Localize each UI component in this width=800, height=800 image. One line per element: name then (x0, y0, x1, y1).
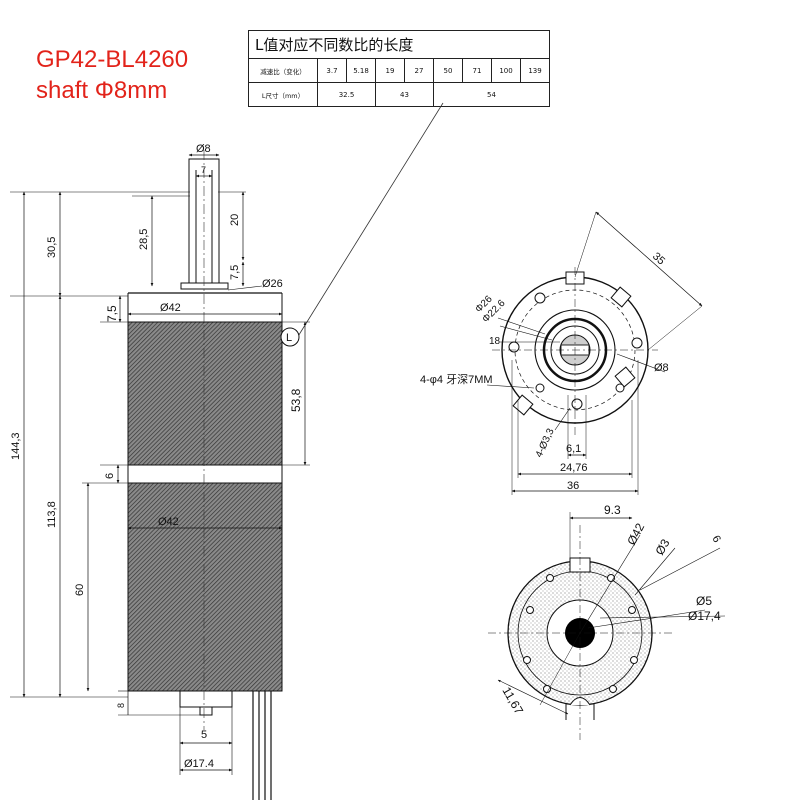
shaft-subtitle: shaft Φ8mm (36, 77, 168, 104)
dim-small-holes: 4-Ø3,3 (534, 427, 557, 460)
motor-body (127, 482, 283, 692)
l-leader-line (296, 102, 444, 339)
dim-flange-height: 7,5 (105, 305, 119, 322)
title-block: GP42-BL4260 shaft Φ8mm (36, 44, 188, 106)
dim-rear-boss: Ø17,4 (688, 609, 721, 623)
dim-tapped-holes: 4-φ4 牙深7MM (420, 373, 493, 386)
dim-rear-hub: Ø5 (696, 594, 712, 608)
front-view (486, 211, 703, 495)
dim-rear-dia: Ø17.4 (184, 758, 214, 770)
ratio-cell: 100 (491, 58, 521, 83)
tapped-hole (631, 337, 643, 349)
gap-band (127, 464, 283, 484)
tapped-hole (534, 292, 546, 304)
dim-rear-notch: 6 (709, 534, 722, 545)
dim-key-width: 7 (201, 165, 206, 175)
dim-key-length: 20 (229, 214, 241, 226)
dim-pcd-radius: 11,67 (499, 685, 526, 718)
length-cell: 32.5 (317, 82, 376, 107)
dim-pcd: 35 (650, 250, 667, 267)
length-row: L尺寸（mm） 32.5 43 54 (248, 82, 550, 107)
dim-total-length: 144,3 (10, 432, 22, 460)
model-title: GP42-BL4260 (36, 46, 189, 73)
dim-motor-dia: Ø42 (158, 516, 179, 528)
tapped-hole (508, 341, 520, 353)
dim-shoulder: 7,5 (229, 265, 241, 280)
rear-boss (179, 690, 233, 708)
gearbox-body (127, 321, 283, 466)
tapped-hole (571, 398, 583, 410)
dim-shaft-total: 30,5 (46, 237, 58, 258)
l-marker-circle (280, 327, 300, 347)
dim-slot: 18 (489, 336, 501, 347)
dim-gear-body: 53,8 (289, 388, 303, 412)
dim-motor-length: 113,8 (46, 501, 58, 528)
length-cell: 54 (433, 82, 550, 107)
dim-flat: 6,1 (566, 443, 581, 455)
ratio-row: 减速比（变化） 3.7 5.18 19 27 50 71 100 139 (248, 58, 550, 83)
l-table-caption: L值对应不同数比的长度 (248, 30, 550, 59)
dim-rear-outer: Ø42 (624, 521, 647, 548)
dim-pilot-dia: Ø26 (262, 278, 283, 290)
rear-view (488, 512, 726, 740)
dim-front-shaft: Ø8 (654, 362, 669, 374)
dim-motor-body: 60 (74, 584, 86, 596)
length-header: L尺寸（mm） (248, 82, 318, 107)
ratio-cell: 27 (404, 58, 434, 83)
dim-gearbox-dia: Ø42 (160, 302, 181, 314)
dim-gap: 6 (104, 473, 116, 479)
l-length-table: L值对应不同数比的长度 减速比（变化） 3.7 5.18 19 27 50 71… (248, 30, 550, 107)
dim-shaft-dia: Ø8 (196, 143, 211, 155)
ratio-cell: 139 (520, 58, 550, 83)
dim-rear: 8 (116, 703, 126, 708)
dim-rear-width: 5 (201, 729, 207, 741)
dim-shaft-length: 28,5 (138, 229, 150, 250)
side-view (10, 150, 310, 800)
dim-offset: 9.3 (604, 503, 621, 517)
dim-width: 36 (567, 480, 579, 492)
l-marker-label: L (286, 332, 292, 344)
dim-span: 24,76 (560, 462, 588, 474)
pilot-boss (180, 282, 229, 290)
ratio-cell: 50 (433, 58, 463, 83)
